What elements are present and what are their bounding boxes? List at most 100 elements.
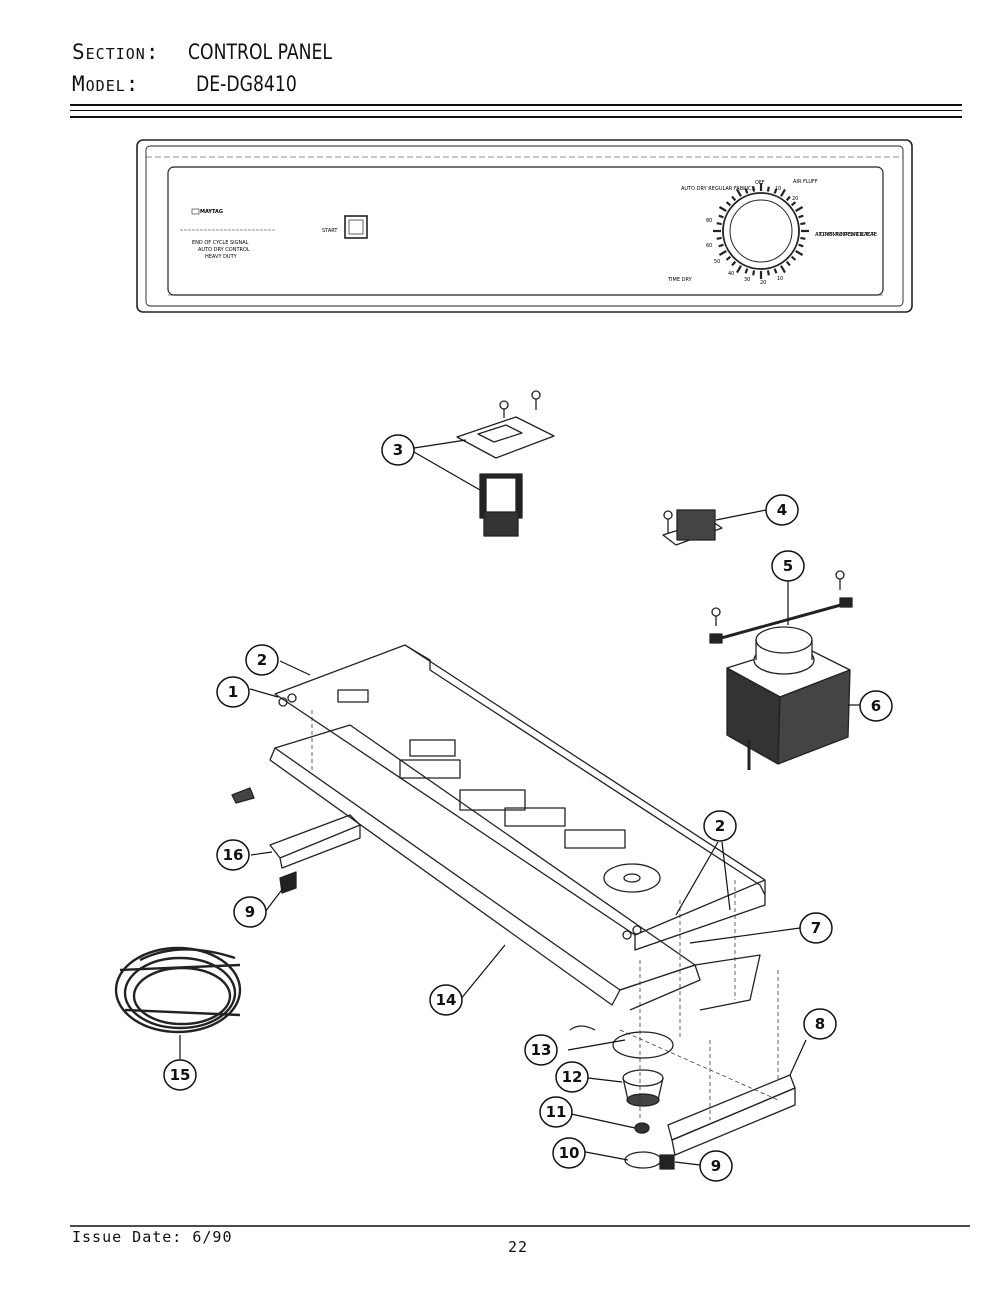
part-10-skirt	[624, 1151, 662, 1169]
dial-tick	[785, 195, 791, 202]
dial-tick	[780, 188, 786, 197]
feature-3: HEAVY DUTY	[205, 254, 238, 260]
callout-9-left: 9	[233, 896, 267, 928]
part-5-lead-wire	[709, 570, 853, 644]
dial-num-20a: 20	[792, 196, 798, 202]
dial-tick	[744, 268, 749, 274]
part-1-panel-base	[274, 644, 766, 951]
callout-16: 16	[216, 839, 250, 871]
dial-tick	[798, 243, 804, 248]
svg-text:13: 13	[531, 1041, 552, 1059]
callout-12: 12	[555, 1061, 589, 1093]
callout-6: 6	[859, 690, 893, 722]
dial-num-20b: 20	[760, 280, 766, 286]
svg-text:5: 5	[783, 557, 793, 575]
header-rule-mid	[70, 110, 962, 111]
callout-9-right: 9	[699, 1150, 733, 1182]
dial-tick	[798, 214, 804, 219]
callout-5: 5	[771, 550, 805, 582]
dial-tick	[785, 260, 791, 267]
feature-1: END OF CYCLE SIGNAL	[192, 240, 249, 246]
section-header: Section: CONTROL PANEL	[72, 40, 364, 65]
dial-num-80: 80	[706, 218, 712, 224]
dial-num-10a: 10	[775, 186, 781, 192]
part-4-signal-buzzer	[662, 509, 723, 546]
svg-text:6: 6	[871, 697, 881, 715]
issue-date: Issue Date: 6/90	[72, 1228, 233, 1246]
dial-air-fluff-label: AIR FLUFF	[793, 179, 818, 185]
part-16-side-bracket	[231, 787, 361, 894]
section-value: CONTROL PANEL	[187, 40, 332, 64]
dial-tick	[725, 201, 732, 207]
dial-tick	[718, 206, 727, 212]
svg-text:3: 3	[393, 441, 403, 459]
dial-tick	[800, 236, 806, 240]
control-panel-front	[136, 139, 913, 313]
dial-tick	[795, 250, 804, 256]
svg-text:15: 15	[170, 1066, 191, 1084]
dial-tick	[780, 265, 786, 274]
part-12-knob	[622, 1069, 664, 1107]
dial-auto-dry-label: AUTO DRY REGULAR FABRICS	[681, 186, 755, 192]
dial-tick	[752, 186, 756, 192]
dial-tick	[773, 188, 778, 194]
dial-num-10b: 10	[777, 276, 783, 282]
svg-text:8: 8	[815, 1015, 825, 1033]
callout-11: 11	[539, 1096, 573, 1128]
timer-dial	[713, 183, 809, 279]
part-9-clip-lower	[659, 1154, 675, 1170]
dial-tick	[731, 260, 737, 267]
dial-tick	[800, 222, 806, 226]
callout-7: 7	[799, 912, 833, 944]
section-label: Section:	[72, 40, 160, 64]
callout-8: 8	[803, 1008, 837, 1040]
dial-tick	[773, 268, 778, 274]
part-15-wire-harness	[114, 946, 242, 1034]
header-rule-bottom	[70, 116, 962, 118]
part-14-lower-bracket	[269, 724, 761, 1011]
dial-tick	[752, 270, 756, 276]
model-label: Model:	[72, 72, 140, 96]
header-rule-top	[70, 104, 962, 106]
dial-tick	[795, 206, 804, 212]
dial-num-60: 60	[706, 243, 712, 249]
svg-text:14: 14	[436, 991, 457, 1009]
dial-tick	[718, 243, 724, 248]
dial-tick	[718, 214, 724, 219]
dial-tick	[744, 188, 749, 194]
panel-brand: MAYTAG	[200, 209, 223, 215]
leader-lines	[179, 439, 860, 1166]
svg-text:7: 7	[811, 919, 821, 937]
start-button	[344, 215, 368, 239]
callout-14: 14	[429, 984, 463, 1016]
dial-tick	[790, 201, 797, 207]
model-value: DE-DG8410	[196, 72, 298, 96]
dial-tick	[736, 265, 742, 274]
start-label: START	[322, 228, 338, 234]
feature-2: AUTO DRY CONTROL	[198, 247, 250, 253]
callout-2-lower: 2	[703, 810, 737, 842]
part-8-end-cap	[667, 1074, 796, 1156]
svg-text:2: 2	[257, 651, 267, 669]
dial-tick	[718, 250, 727, 256]
page-number: 22	[508, 1238, 529, 1256]
dial-num-40: 40	[728, 271, 734, 277]
svg-text:9: 9	[245, 903, 255, 921]
callout-1: 1	[216, 676, 250, 708]
callout-10: 10	[552, 1137, 586, 1169]
callout-13: 13	[524, 1034, 558, 1066]
dial-tick	[790, 255, 797, 261]
dial-tick	[736, 188, 742, 197]
svg-text:10: 10	[559, 1144, 580, 1162]
dial-num-50: 50	[714, 259, 720, 265]
model-header: Model: DE-DG8410	[72, 72, 319, 97]
dial-tick	[725, 255, 732, 261]
svg-text:9: 9	[711, 1157, 721, 1175]
dial-tick	[766, 186, 770, 192]
dial-tick	[766, 270, 770, 276]
part-11-clip	[634, 1122, 650, 1134]
dial-perm-press-label: AUTO DRY PERMANENT PRESS KNIT DELICATE C…	[815, 232, 877, 238]
dial-tick	[716, 222, 722, 226]
svg-text:1: 1	[228, 683, 238, 701]
callout-4: 4	[765, 494, 799, 526]
